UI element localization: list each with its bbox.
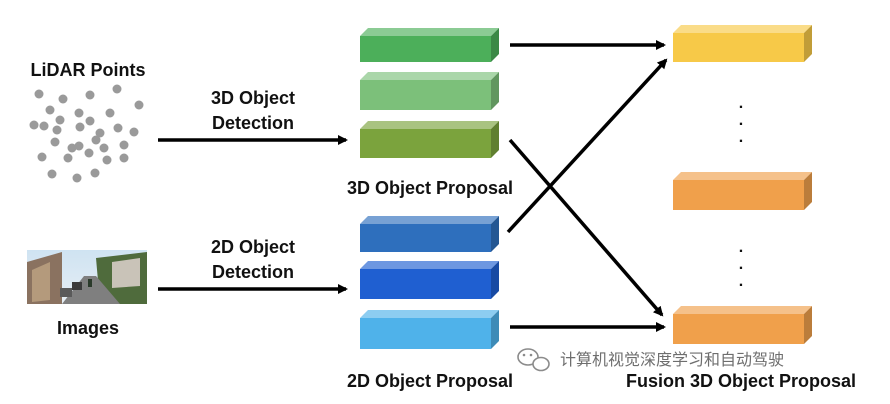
- lidar-dot: [37, 152, 47, 162]
- proposal-box-green-1-side-face: [491, 28, 499, 62]
- lidar-dot: [34, 89, 44, 99]
- proposal-box-green-3-front-face: [360, 129, 491, 158]
- lidar-dot: [47, 169, 57, 179]
- lidar-dot: [119, 140, 129, 150]
- fusion-box-orange-2-top-face: [673, 306, 812, 314]
- proposal-box-green-1-front-face: [360, 36, 491, 62]
- fusion-arrow-green-to-orange: [508, 138, 664, 317]
- proposal-3d-label: 3D Object Proposal: [347, 178, 513, 198]
- fusion-proposal-label: Fusion 3D Object Proposal: [626, 371, 856, 391]
- det2d-label-line2: Detection: [212, 262, 294, 282]
- ellipsis-top: . . .: [739, 95, 743, 146]
- proposal-box-green-1: [360, 28, 499, 62]
- lidar-dot: [119, 153, 129, 163]
- fusion-box-orange-1-front-face: [673, 180, 804, 210]
- lidar-dot: [90, 168, 100, 178]
- lidar-dot: [55, 115, 65, 125]
- lidar-dot: [129, 127, 139, 137]
- det3d-label-line2: Detection: [212, 113, 294, 133]
- proposal-box-green-3-top-face: [360, 121, 499, 129]
- lidar-dot: [105, 108, 115, 118]
- fusion-box-orange-2: [673, 306, 812, 344]
- proposal-box-green-1-top-face: [360, 28, 499, 36]
- fusion-box-yellow-front-face: [673, 33, 804, 62]
- street-image-thumbnail: [27, 250, 147, 304]
- ellipsis-dot: .: [739, 129, 743, 146]
- ellipsis-dot: .: [739, 239, 743, 256]
- lidar-dot: [39, 121, 49, 131]
- proposal-box-blue-2-front-face: [360, 269, 491, 299]
- proposal-box-green-2: [360, 72, 499, 110]
- watermark-text: 计算机视觉深度学习和自动驾驶: [560, 350, 784, 369]
- fusion-box-yellow-side-face: [804, 25, 812, 62]
- proposal-box-green-2-top-face: [360, 72, 499, 80]
- ellipsis-bottom: . . .: [739, 239, 743, 290]
- proposal-box-blue-3: [360, 310, 499, 349]
- images-label: Images: [57, 318, 119, 338]
- det3d-label-line1: 3D Object: [211, 88, 295, 108]
- fusion-arrow-blue-to-yellow: [506, 58, 668, 234]
- proposal-box-green-3: [360, 121, 499, 158]
- ellipsis-dot: .: [739, 112, 743, 129]
- lidar-dot: [85, 90, 95, 100]
- fusion-box-yellow-top-face: [673, 25, 812, 33]
- proposal-box-blue-1-side-face: [491, 216, 499, 252]
- proposal-box-blue-2-top-face: [360, 261, 499, 269]
- lidar-dot: [134, 100, 144, 110]
- lidar-dot: [112, 84, 122, 94]
- proposal-2d-label: 2D Object Proposal: [347, 371, 513, 391]
- lidar-dot: [72, 173, 82, 183]
- lidar-dot: [85, 116, 95, 126]
- lidar-dot: [63, 153, 73, 163]
- proposal-box-blue-2: [360, 261, 499, 299]
- lidar-dot: [75, 122, 85, 132]
- proposal-box-green-2-front-face: [360, 80, 491, 110]
- ellipsis-dot: .: [739, 95, 743, 112]
- proposal-box-blue-3-front-face: [360, 318, 491, 349]
- lidar-dot: [45, 105, 55, 115]
- lidar-dot: [95, 128, 105, 138]
- lidar-dot: [58, 94, 68, 104]
- proposal-box-blue-3-top-face: [360, 310, 499, 318]
- proposal-box-blue-3-side-face: [491, 310, 499, 349]
- lidar-dot: [102, 155, 112, 165]
- proposal-box-green-3-side-face: [491, 121, 499, 158]
- ellipsis-dot: .: [739, 273, 743, 290]
- lidar-dot: [50, 137, 60, 147]
- proposal-boxes: [360, 25, 812, 349]
- fusion-box-yellow: [673, 25, 812, 62]
- lidar-dot: [113, 123, 123, 133]
- lidar-dot: [99, 143, 109, 153]
- lidar-dot: [74, 108, 84, 118]
- fusion-box-orange-2-side-face: [804, 306, 812, 344]
- proposal-box-blue-1-front-face: [360, 224, 491, 252]
- lidar-dot: [52, 125, 62, 135]
- fusion-box-orange-1-top-face: [673, 172, 812, 180]
- fusion-box-orange-1-side-face: [804, 172, 812, 210]
- det2d-label-line1: 2D Object: [211, 237, 295, 257]
- proposal-box-blue-1: [360, 216, 499, 252]
- lidar-dot: [67, 143, 77, 153]
- fusion-box-orange-2-front-face: [673, 314, 804, 344]
- fusion-box-orange-1: [673, 172, 812, 210]
- lidar-dot: [91, 135, 101, 145]
- wechat-icon: [517, 348, 550, 372]
- proposal-box-blue-1-top-face: [360, 216, 499, 224]
- lidar-points-label: LiDAR Points: [31, 60, 146, 80]
- proposal-box-green-2-side-face: [491, 72, 499, 110]
- lidar-dot: [29, 120, 39, 130]
- watermark: 计算机视觉深度学习和自动驾驶: [517, 348, 784, 372]
- ellipsis-dot: .: [739, 256, 743, 273]
- lidar-dot: [84, 148, 94, 158]
- lidar-point-cloud: [29, 84, 144, 183]
- proposal-box-blue-2-side-face: [491, 261, 499, 299]
- lidar-dot: [74, 141, 84, 151]
